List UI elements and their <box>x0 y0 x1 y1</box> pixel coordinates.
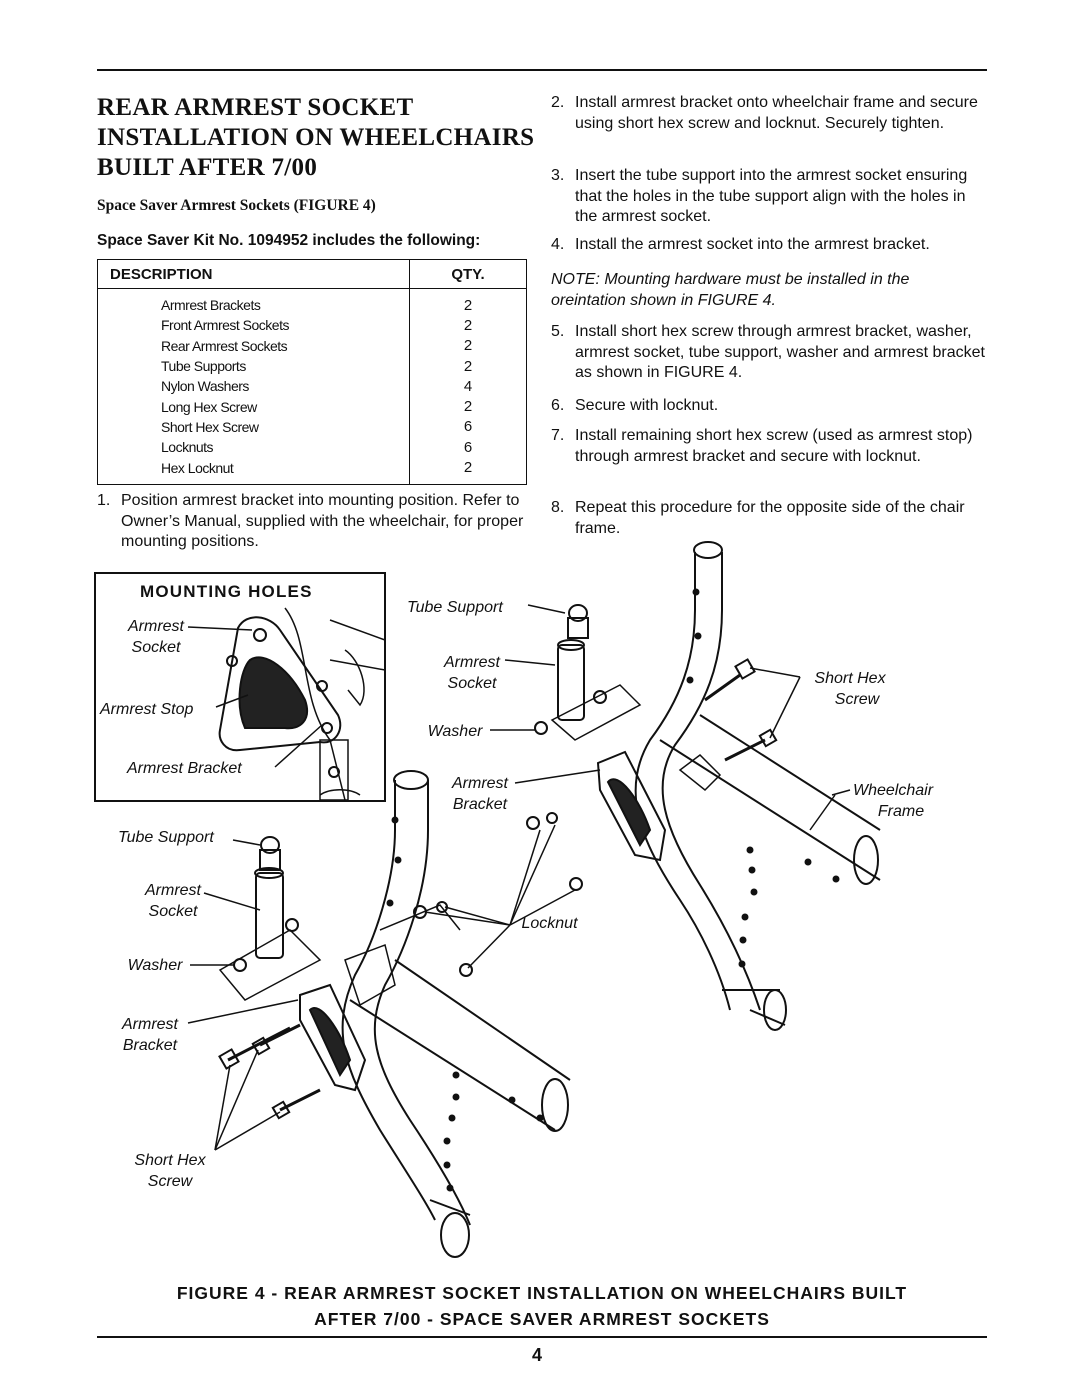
part-description: Long Hex Screw <box>161 398 257 415</box>
step-1: 1. Position armrest bracket into mountin… <box>97 491 533 553</box>
step-8: 8. Repeat this procedure for the opposit… <box>551 498 987 539</box>
step-number: 1. <box>97 492 111 509</box>
step-text: Install the armrest socket into the armr… <box>575 236 930 253</box>
right-washer-label: Washer <box>427 723 483 740</box>
step-text: Position armrest bracket into mounting p… <box>121 492 524 550</box>
step-number: 8. <box>551 499 565 516</box>
description-header: DESCRIPTION <box>97 259 410 289</box>
step-text: Insert the tube support into the armrest… <box>575 167 968 225</box>
part-description: Nylon Washers <box>161 378 249 395</box>
step-text: Repeat this procedure for the opposite s… <box>575 499 965 537</box>
part-qty: 6 <box>409 416 527 438</box>
kit-line: Space Saver Kit No. 1094952 includes the… <box>97 232 481 249</box>
locknut-label: Locknut <box>521 915 578 932</box>
table-header-row: DESCRIPTION QTY. <box>97 259 527 289</box>
left-washer-label: Washer <box>127 957 183 974</box>
table-row: Rear Armrest Sockets 2 <box>98 335 527 356</box>
table-row: Armrest Brackets 2 <box>98 288 527 316</box>
part-description: Rear Armrest Sockets <box>161 337 288 354</box>
part-description: Hex Locknut <box>161 459 234 476</box>
mounting-holes-inset <box>94 572 386 802</box>
table-row: Front Armrest Sockets 2 <box>98 315 527 336</box>
step-text: Install armrest bracket onto wheelchair … <box>575 94 978 132</box>
mounting-holes-title: MOUNTING HOLES <box>140 582 313 601</box>
table-row: Nylon Washers 4 <box>98 376 527 397</box>
inset-armrest-stop-label: Armrest Stop <box>100 701 194 718</box>
section-subheading: Space Saver Armrest Sockets (FIGURE 4) <box>97 197 376 214</box>
step-7: 7. Install remaining short hex screw (us… <box>551 426 987 467</box>
figure-caption-line2: AFTER 7/00 - SPACE SAVER ARMREST SOCKETS <box>314 1309 770 1329</box>
part-qty: 2 <box>409 355 527 377</box>
page-title: REAR ARMREST SOCKET INSTALLATION ON WHEE… <box>97 94 535 181</box>
figure-caption-line1: FIGURE 4 - REAR ARMREST SOCKET INSTALLAT… <box>176 1283 908 1303</box>
step-3: 3. Insert the tube support into the armr… <box>551 166 987 228</box>
step-2: 2. Install armrest bracket onto wheelcha… <box>551 93 987 134</box>
part-qty: 2 <box>409 396 527 417</box>
part-description: Armrest Brackets <box>161 297 261 314</box>
left-tube-support-label: Tube Support <box>118 829 214 846</box>
step-text: Install short hex screw through armrest … <box>575 323 985 381</box>
step-4: 4. Install the armrest socket into the a… <box>551 235 987 256</box>
part-qty: 4 <box>409 376 527 397</box>
right-tube-support-label: Tube Support <box>407 599 503 616</box>
table-row: Hex Locknut 2 <box>98 457 527 485</box>
mounting-note: NOTE: Mounting hardware must be installe… <box>551 271 910 309</box>
step-number: 2. <box>551 94 565 111</box>
part-qty: 2 <box>409 335 527 356</box>
step-text: Install remaining short hex screw (used … <box>575 427 973 465</box>
parts-table: DESCRIPTION QTY. Armrest Brackets 2 Front… <box>97 259 527 485</box>
step-number: 3. <box>551 167 565 184</box>
left-frame-drawing <box>187 770 571 1258</box>
step-number: 4. <box>551 236 565 253</box>
inset-armrest-bracket-label: Armrest Bracket <box>127 760 242 777</box>
part-qty: 2 <box>409 288 527 316</box>
part-qty: 2 <box>409 457 527 485</box>
table-row: Long Hex Screw 2 <box>98 396 527 417</box>
step-number: 5. <box>551 323 565 340</box>
step-number: 7. <box>551 427 565 444</box>
part-qty: 2 <box>409 315 527 336</box>
step-6: 6. Secure with locknut. <box>551 396 987 417</box>
part-description: Locknuts <box>161 439 214 456</box>
qty-header: QTY. <box>409 259 527 289</box>
bottom-rule <box>97 1336 987 1338</box>
table-row: Tube Supports 2 <box>98 355 527 377</box>
top-rule <box>97 69 987 71</box>
step-text: Secure with locknut. <box>575 397 719 414</box>
step-5: 5. Install short hex screw through armre… <box>551 322 987 384</box>
page-number: 4 <box>532 1345 543 1365</box>
right-frame-drawing <box>490 541 881 1031</box>
part-description: Front Armrest Sockets <box>161 317 289 334</box>
part-description: Tube Supports <box>161 358 246 375</box>
part-description: Short Hex Screw <box>161 418 259 435</box>
table-row: Short Hex Screw 6 <box>98 416 527 438</box>
step-number: 6. <box>551 397 565 414</box>
table-row: Locknuts 6 <box>98 437 527 458</box>
part-qty: 6 <box>409 437 527 458</box>
